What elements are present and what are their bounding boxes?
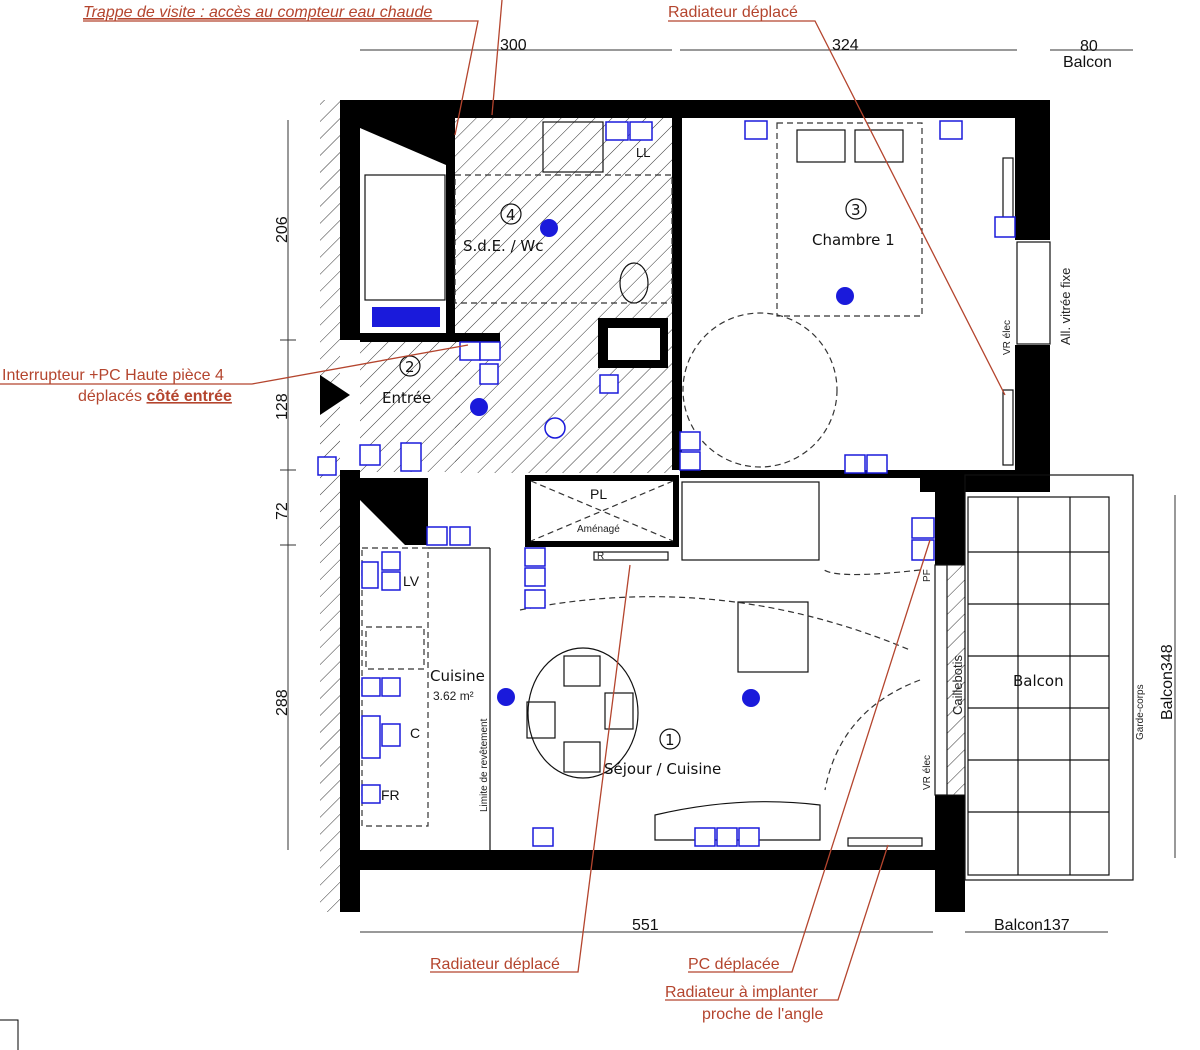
electrical-symbols (317, 120, 1016, 847)
room-number-3: 3 (851, 201, 861, 219)
closet-label: PL (590, 486, 607, 502)
vr-elec-label-living: VR élec (922, 755, 933, 790)
hatched-wet-area (455, 118, 672, 473)
tv-unit (654, 801, 821, 841)
annotation-radiateur-implanter-1: Radiateur à implanter (665, 984, 819, 1001)
kitchen-counter (361, 547, 429, 827)
shower-tray (364, 174, 446, 301)
dimension-left-1: 206 (274, 216, 291, 243)
room-number-1: 1 (665, 731, 675, 749)
annotation-interrupteur-line2: déplacés côté entrée (78, 388, 232, 405)
bathroom-sink (542, 121, 604, 173)
entry-arrow-icon (320, 375, 350, 415)
corner-mark (0, 1019, 19, 1050)
radiator-label: R (597, 551, 604, 562)
dining-table (527, 647, 639, 779)
annotation-interrupteur-line1: Interrupteur +PC Haute pièce 4 (2, 367, 224, 384)
annotation-radiateur-top: Radiateur déplacé (668, 4, 798, 21)
room-name-sejour: Séjour / Cuisine (604, 760, 721, 778)
guardrail-label: Garde-corps (1135, 684, 1146, 740)
exterior-wall-hatch (320, 100, 340, 912)
dimension-bottom: 551 (632, 917, 659, 934)
caillebotis-label: Caillebotis (950, 655, 965, 715)
kitchen-label: Cuisine (430, 667, 485, 685)
vr-elec-label-bedroom: VR élec (1002, 320, 1013, 355)
dimension-right-balcony: Balcon348 (1159, 644, 1176, 720)
dimension-left-3: 72 (274, 502, 291, 520)
c-label: C (410, 725, 420, 741)
room-name-chambre: Chambre 1 (812, 231, 895, 249)
bed (776, 122, 923, 317)
closet-pl (525, 475, 679, 547)
annotation-trappe: Trappe de visite : accès au compteur eau… (83, 4, 432, 21)
dimension-lines (280, 49, 1176, 933)
annotation-interrupteur-emph: côté entrée (147, 388, 232, 405)
annotation-leaders (0, 0, 1006, 1001)
room-name-entree: Entrée (382, 389, 431, 407)
fr-label: FR (381, 787, 400, 803)
coating-limit-label: Limite de revêtement (479, 718, 490, 812)
kitchen-area: 3.62 m² (433, 689, 474, 703)
closet-sublabel: Aménagé (577, 524, 620, 535)
dimension-left-4: 288 (274, 689, 291, 716)
walls (340, 100, 1050, 912)
ll-label: LL (636, 145, 650, 160)
room-number-4: 4 (506, 206, 516, 224)
radiator (593, 551, 669, 561)
sofa (681, 481, 820, 561)
balcony (964, 474, 1134, 881)
balcony-label: Balcon (1013, 672, 1064, 690)
annotation-pc-deplacee: PC déplacée (688, 956, 780, 973)
room-name-sde: S.d.E. / Wc (463, 237, 544, 255)
dimension-left-2: 128 (274, 393, 291, 420)
dimension-top-balcony-label: Balcon (1063, 54, 1112, 71)
washing-machine-icon (372, 307, 440, 327)
dimension-top-left: 300 (500, 37, 527, 54)
annotation-radiateur-bottom: Radiateur déplacé (430, 956, 560, 973)
fixed-glass-label: All. vitrée fixe (1058, 268, 1073, 345)
annotation-interrupteur-prefix: déplacés (78, 388, 147, 405)
lv-label: LV (403, 573, 420, 589)
dimension-top-balcony: 80 (1080, 38, 1098, 55)
dimension-bottom-balcony: Balcon137 (994, 917, 1070, 934)
coffee-table (737, 601, 809, 673)
dimension-top-right: 324 (832, 37, 859, 54)
pf-label: PF (922, 569, 933, 582)
annotation-radiateur-implanter-2: proche de l'angle (702, 1006, 823, 1023)
room-number-2: 2 (405, 358, 415, 376)
